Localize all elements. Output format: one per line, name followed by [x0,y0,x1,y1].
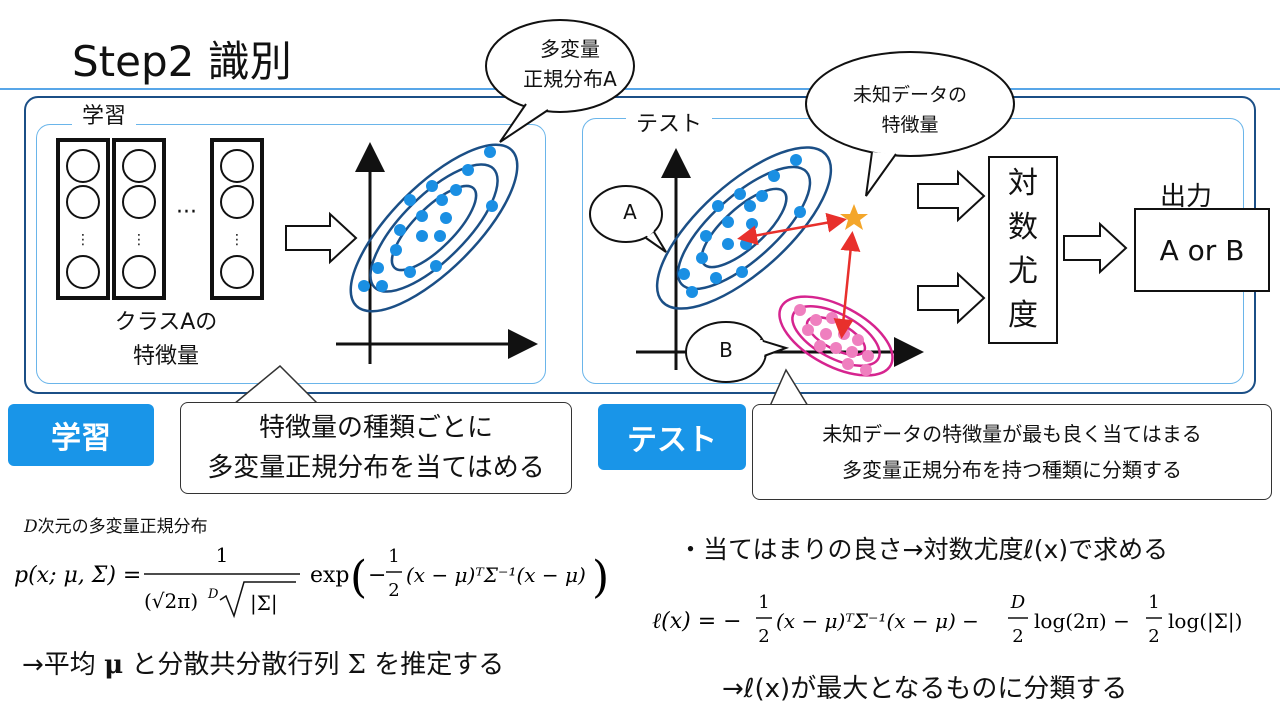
class-a-feature-caption: クラスAの 特徴量 [86,306,246,374]
feature-vector-2: ⋮ [112,138,166,300]
note-line-1: 未知データの特徴量が最も良く当てはまる [822,422,1202,446]
note-train-pointer [233,364,319,405]
note-line-2: 多変量正規分布を当てはめる [207,453,545,483]
test-panel-label: テスト [626,106,713,138]
classification-rule: →ℓ(x)が最大となるものに分類する [722,674,1128,704]
formula-heading: D次元の多変量正規分布 [24,512,208,537]
bubble-b-label: B [719,338,733,362]
mean-symbol: μ [104,650,124,680]
loglik-d-numerator: D [1010,592,1026,613]
feature-vector-1: ⋮ [56,138,110,300]
loglik-char-3: 尤 [1008,254,1038,289]
bubble-distribution [485,19,635,143]
bubble-unknown [805,51,1015,197]
loglik-half-numerator: 1 [758,592,769,613]
loglik-lhs: ℓ(x) = − [652,609,742,634]
density-sqrt-arg: |Σ| [250,591,278,616]
output-arrow [1063,221,1128,275]
loglik-char-4: 度 [1008,298,1038,333]
density-lhs: p(x; μ, Σ) = [14,563,141,588]
svg-text:⋮: ⋮ [132,232,146,248]
svg-text:−: − [368,563,386,588]
note-line-2: 多変量正規分布を持つ種類に分類する [842,458,1182,482]
title-divider [0,88,1280,90]
log-likelihood-formula: ℓ(x) = − 1 2 (x − μ)ᵀΣ⁻¹(x − μ) − D 2 lo… [652,592,1242,647]
bubble-unknown-text: 未知データの 特徴量 [820,80,1000,140]
density-formula: p(x; μ, Σ) = 1 (√2π) D |Σ| exp ( − 1 2 (… [14,543,609,619]
output-label: 出力 [1160,182,1213,212]
bubble-line-1: 未知データの [852,84,967,106]
estimate-text: →平均 μ と分散共分散行列 Σ を推定する [22,644,504,681]
covariance-symbol: Σ [347,650,367,680]
density-denominator-exp: D [207,587,219,602]
bubble-a [589,185,667,253]
fit-arrow [285,211,358,265]
slide-title: Step2 識別 [72,37,292,86]
distance-arrow-b [833,231,861,339]
input-arrow-a [917,169,986,223]
half-denominator: 2 [388,580,399,601]
log-likelihood-box: 対 数 尤 度 [988,156,1058,344]
training-note: 特徴量の種類ごとに 多変量正規分布を当てはめる [180,402,572,494]
density-numerator: 1 [216,543,229,567]
svg-text:⋮: ⋮ [230,232,244,248]
bubble-b [685,321,790,383]
svg-text:(: ( [350,552,367,603]
loglik-quadratic: (x − μ)ᵀΣ⁻¹(x − μ) − [776,609,979,633]
bubble-line-2: 正規分布A [523,67,617,91]
density-exp: exp [310,563,350,588]
half-numerator: 1 [388,546,399,567]
ellipsis: ··· [176,200,197,225]
goodness-of-fit-bullet: ・当てはまりの良さ→対数尤度ℓ(x)で求める [678,535,1169,564]
dimension-var: D [24,517,38,537]
loglik-char-1: 対 [1008,166,1038,201]
train-distribution-a [349,143,519,313]
svg-text:⋮: ⋮ [76,232,90,248]
caption-line-2: 特徴量 [132,344,199,369]
input-arrow-b [917,271,986,325]
test-tag: テスト [598,404,746,470]
svg-text:): ) [592,552,609,603]
distance-arrow-a [737,212,847,246]
test-distribution-a [655,146,833,310]
training-tag: 学習 [8,404,154,466]
bubble-line-1: 多変量 [540,37,600,61]
note-line-1: 特徴量の種類ごとに [258,413,493,443]
loglik-log2pi: log(2π) − [1034,609,1130,633]
caption-line-1: クラスAの [114,310,218,335]
density-quadratic: (x − μ)ᵀΣ⁻¹(x − μ) [406,563,586,587]
test-note: 未知データの特徴量が最も良く当てはまる 多変量正規分布を持つ種類に分類する [752,404,1272,500]
bubble-a-label: A [623,200,637,224]
training-panel-label: 学習 [72,98,137,130]
bubble-distribution-text: 多変量 正規分布A [500,34,640,94]
loglik-half2-numerator: 1 [1148,592,1159,613]
estimate-prefix: →平均 [22,650,105,680]
loglik-logsigma: log(|Σ|) [1168,609,1242,634]
loglik-half2-denominator: 2 [1148,626,1159,647]
note-test-pointer [769,368,809,407]
density-denominator: (√2π) [144,589,198,613]
feature-vector-n: ⋮ [210,138,264,300]
loglik-char-2: 数 [1008,210,1038,245]
loglik-d-denominator: 2 [1012,626,1023,647]
loglik-half-denominator: 2 [758,626,769,647]
estimate-mid: と分散共分散行列 [123,650,348,680]
estimate-suffix: を推定する [366,650,505,680]
heading-text: 次元の多変量正規分布 [37,517,208,537]
bubble-line-2: 特徴量 [881,114,939,136]
output-result-box: A or B [1134,208,1270,292]
unknown-data-star [840,204,868,230]
